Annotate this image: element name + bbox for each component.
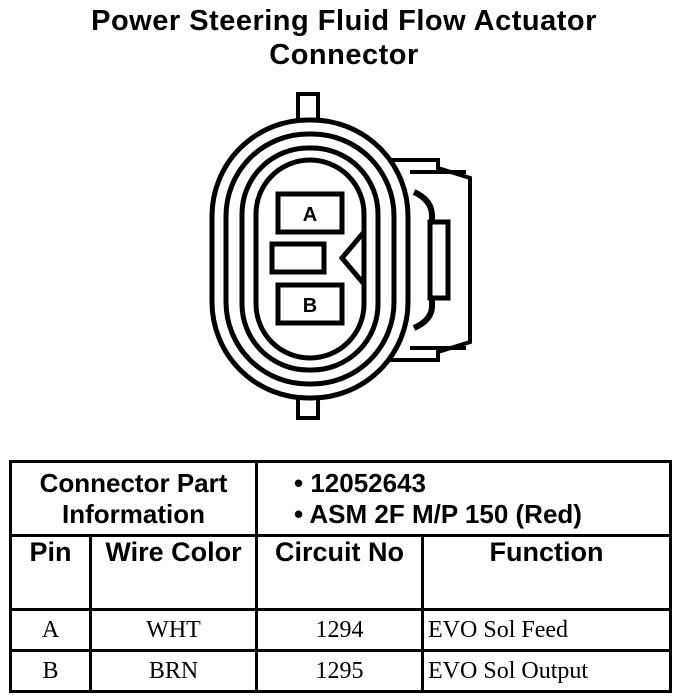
part-number-1: • 12052643 [294,467,427,498]
row-b-pin: B [9,649,92,693]
header-circuit-no: Circuit No [255,534,425,611]
title-line-1: Power Steering Fluid Flow Actuator [91,5,597,37]
title-line-2: Connector [269,39,419,71]
header-pin: Pin [9,534,92,611]
terminal-cavity [253,157,367,361]
connector-drawing: A B [209,92,472,420]
pin-b-label: B [303,295,317,317]
row-a-wire-color: WHT [88,608,259,652]
table-row: A WHT 1294 EVO Sol Feed [9,608,673,652]
latch-release-button [427,219,451,301]
row-b-wire-color: BRN [88,649,259,693]
polarizing-key [338,230,366,286]
housing-inner-ring [239,145,381,373]
pin-a-label: A [303,204,317,226]
part-number-2: • ASM 2F M/P 150 (Red) [294,498,582,529]
row-a-circuit-no: 1294 [255,608,425,652]
pin-a-terminal [275,191,345,235]
part-numbers: • 12052643 • ASM 2F M/P 150 (Red) [255,460,673,537]
center-key-slot [269,241,327,275]
row-b-function: EVO Sol Output [421,649,673,693]
pin-b-terminal [275,282,345,326]
table-row: B BRN 1295 EVO Sol Output [9,649,673,693]
diagram-title: Power Steering Fluid Flow Actuator Conne… [0,4,688,72]
header-function: Function [421,534,673,611]
housing-seal-ring [223,131,397,387]
part-info-row: Connector Part Information • 12052643 • … [8,460,673,537]
header-row: Pin Wire Color Circuit No Function [9,534,673,611]
part-info-label: Connector Part Information [8,460,259,537]
row-a-function: EVO Sol Feed [421,608,673,652]
header-wire-color: Wire Color [88,534,259,611]
row-b-circuit-no: 1295 [255,649,425,693]
row-a-pin: A [9,608,92,652]
connector-info-table: Connector Part Information • 12052643 • … [8,460,673,693]
